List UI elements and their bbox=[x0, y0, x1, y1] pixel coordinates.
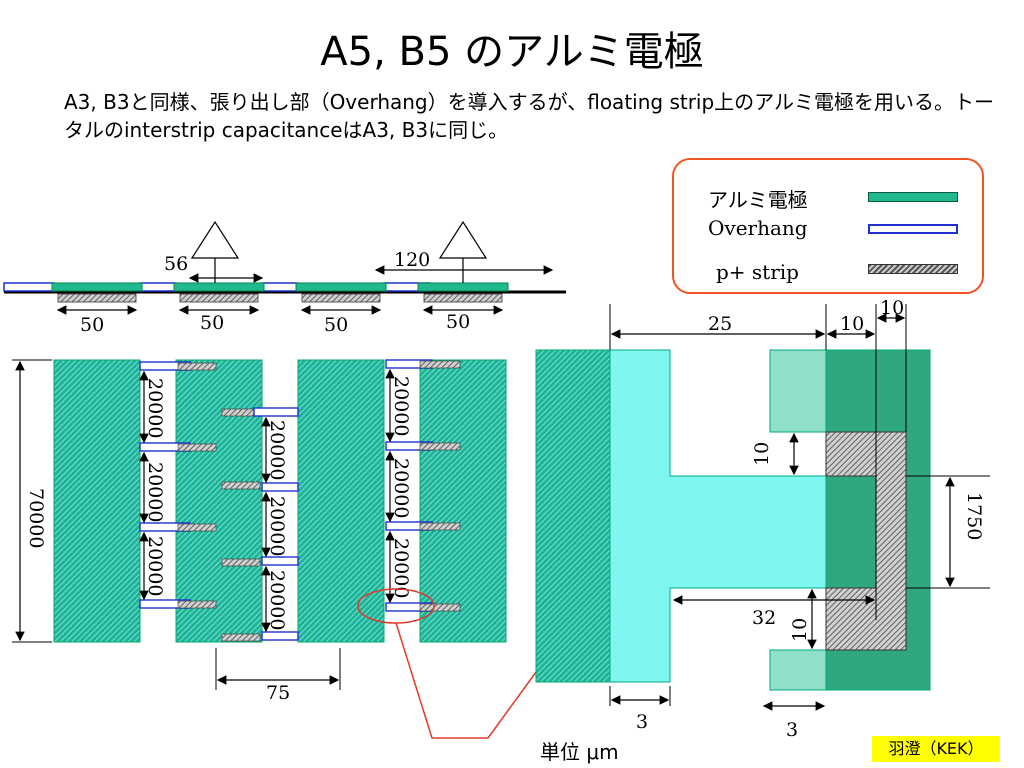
aluminum-strip bbox=[175, 359, 263, 643]
dim-20000: 20000 bbox=[144, 462, 166, 522]
unit-label: 単位 μm bbox=[540, 740, 619, 764]
detail-view: 25 10 10 10 10 1750 32 3 3 bbox=[535, 297, 990, 741]
legend-pstrip: p+ strip bbox=[716, 260, 799, 284]
dim-20000: 20000 bbox=[390, 538, 412, 598]
aluminum-electrode bbox=[417, 282, 509, 292]
legend-box: アルミ電極 Overhang p+ strip bbox=[672, 158, 984, 294]
overhang-stubs bbox=[139, 359, 461, 642]
legend-aluminum-label: アルミ電極 bbox=[708, 188, 808, 212]
dim-20000: 20000 bbox=[266, 420, 288, 480]
p-strip bbox=[301, 293, 381, 303]
dim-120: 120 bbox=[394, 249, 430, 271]
dim-20000: 20000 bbox=[144, 536, 166, 596]
p-strip bbox=[57, 293, 137, 303]
dim-10: 10 bbox=[751, 442, 773, 466]
cross-section: 56 120 50 50 50 50 bbox=[3, 220, 566, 336]
legend-overhang-swatch bbox=[868, 224, 958, 234]
dim-56: 56 bbox=[164, 253, 188, 275]
dim-20000: 20000 bbox=[266, 570, 288, 630]
dim-25: 25 bbox=[708, 313, 732, 335]
legend-aluminum: アルミ電極 bbox=[708, 184, 808, 213]
legend-overhang: Overhang bbox=[708, 216, 808, 240]
dim-20000: 20000 bbox=[144, 378, 166, 438]
credit-badge: 羽澄（KEK） bbox=[872, 736, 1000, 762]
dim-10: 10 bbox=[880, 297, 904, 319]
dim-50: 50 bbox=[200, 312, 224, 334]
dim-20000: 20000 bbox=[390, 458, 412, 518]
dim-3: 3 bbox=[786, 719, 798, 741]
legend-aluminum-swatch bbox=[868, 192, 958, 202]
aluminum-electrode bbox=[173, 282, 265, 292]
dim-50: 50 bbox=[80, 314, 104, 336]
dim-50: 50 bbox=[324, 314, 348, 336]
dim-32: 32 bbox=[752, 607, 776, 629]
detail-aluminum bbox=[535, 349, 611, 683]
overhang-bar bbox=[139, 282, 177, 292]
dim-3: 3 bbox=[636, 711, 648, 733]
p-strip bbox=[179, 293, 259, 303]
dim-70000: 70000 bbox=[25, 488, 47, 548]
dim-10: 10 bbox=[840, 313, 864, 335]
readout-triangle-icon bbox=[438, 220, 488, 259]
dim-20000: 20000 bbox=[266, 496, 288, 556]
page-subtitle: A3, B3と同様、張り出し部（Overhang）を導入するが、floating… bbox=[64, 90, 994, 142]
dim-50: 50 bbox=[446, 311, 470, 333]
dim-20000: 20000 bbox=[390, 376, 412, 436]
overhang-bar bbox=[3, 282, 55, 292]
aluminum-electrode bbox=[51, 282, 143, 292]
aluminum-strip bbox=[53, 359, 141, 643]
aluminum-strip bbox=[419, 359, 507, 643]
overhang-bar bbox=[261, 282, 299, 292]
legend-overhang-label: Overhang bbox=[708, 216, 808, 240]
legend-pstrip-swatch bbox=[868, 264, 958, 274]
top-view: 70000 20000 20000 20000 20000 20000 2000… bbox=[12, 359, 575, 739]
dim-75: 75 bbox=[266, 682, 290, 704]
p-strip bbox=[423, 293, 503, 303]
dim-1750: 1750 bbox=[963, 492, 985, 540]
legend-pstrip-label: p+ strip bbox=[716, 260, 799, 284]
aluminum-electrode bbox=[295, 282, 387, 292]
dim-10: 10 bbox=[789, 618, 811, 642]
page-title: A5, B5 のアルミ電極 bbox=[320, 29, 704, 75]
aluminum-strip bbox=[297, 359, 385, 643]
annotation-leader bbox=[395, 619, 575, 739]
readout-triangle-icon bbox=[190, 220, 240, 259]
